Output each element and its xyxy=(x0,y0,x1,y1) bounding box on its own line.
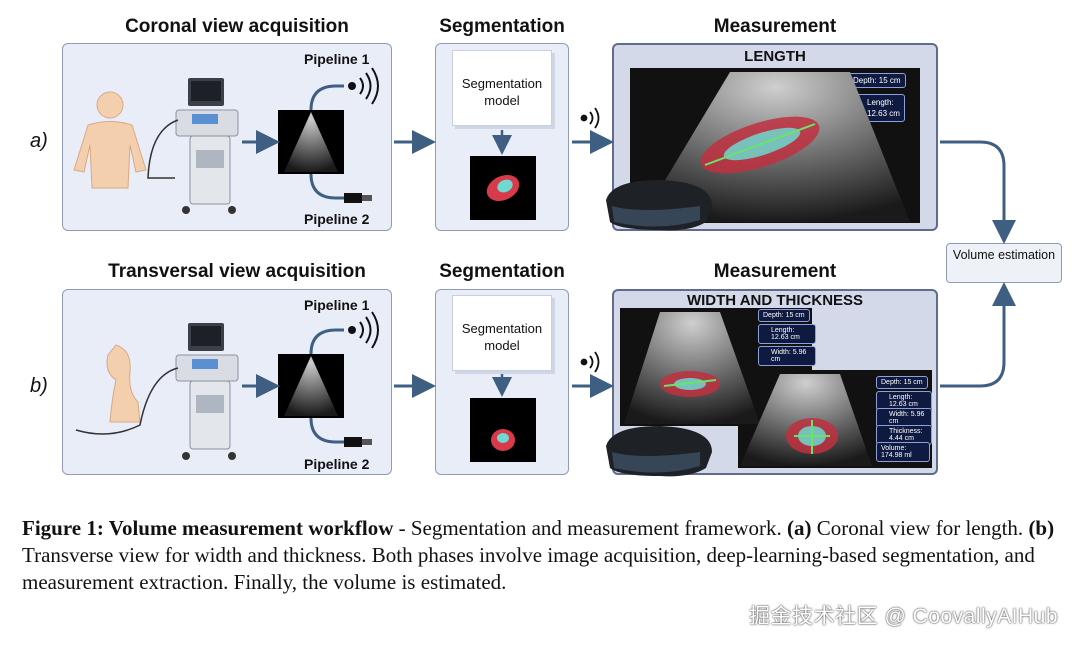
length-tag-b-left: Length: 12.63 cm xyxy=(758,324,816,344)
length-label-a: Length: xyxy=(867,98,894,107)
row-label-a: a) xyxy=(30,130,48,152)
volume-estimation-box: Volume estimation xyxy=(946,243,1062,283)
ultrasound-fan-b xyxy=(284,356,338,416)
caption-intro: - Segmentation and measurement framework… xyxy=(393,516,787,540)
segmentation-model-box-a: Segmentation model xyxy=(452,50,552,126)
depth-tag-b-right: Depth: 15 cm xyxy=(876,376,928,389)
row-label-b: b) xyxy=(30,375,48,397)
wireless-icon-seg-b xyxy=(580,351,600,373)
wireless-icon-a xyxy=(348,67,379,105)
caption-title: Figure 1: Volume measurement workflow xyxy=(22,516,394,540)
watermark: 掘金技术社区 @ CoovallyAIHub xyxy=(749,605,1058,628)
depth-tag-b-left: Depth: 15 cm xyxy=(758,309,810,322)
pipeline2-label-b: Pipeline 2 xyxy=(304,456,370,472)
volume-tag-b-right: Volume: 174.98 ml xyxy=(876,442,930,462)
ultrasound-machine-icon-a xyxy=(147,78,239,214)
pipeline1-label-b: Pipeline 1 xyxy=(304,297,370,313)
ultrasound-fan-a xyxy=(284,112,338,172)
length-value-a: 12.63 cm xyxy=(867,109,900,118)
pipeline1-label-a: Pipeline 1 xyxy=(304,51,370,67)
measurement-title-a: Measurement xyxy=(713,16,837,37)
measurement-title-b: Measurement xyxy=(713,261,837,282)
transversal-acquisition-title: Transversal view acquisition xyxy=(108,261,366,282)
depth-tag-a: Depth: 15 cm xyxy=(848,73,906,88)
segmentation-model-box-b: Segmentation model xyxy=(452,295,552,371)
thickness-tag-b-right: Thickness: 4.44 cm xyxy=(876,425,932,445)
patient-coronal-icon xyxy=(73,91,147,189)
measurement-subtitle-a: LENGTH xyxy=(744,48,806,65)
usb-plug-icon-b xyxy=(344,437,372,447)
width-tag-b-left: Width: 5.96 cm xyxy=(758,346,816,366)
wireless-icon-b xyxy=(348,311,379,349)
pipeline2-label-a: Pipeline 2 xyxy=(304,211,370,227)
wireless-icon-seg-a xyxy=(580,107,600,129)
caption-b-text: Transverse view for width and thickness.… xyxy=(22,543,1035,594)
patient-transversal-icon xyxy=(106,344,141,423)
ultrasound-machine-icon-b xyxy=(75,323,239,460)
usb-plug-icon-a xyxy=(344,193,372,203)
caption-a-text: Coronal view for length. xyxy=(811,516,1029,540)
figure-caption: Figure 1: Volume measurement workflow - … xyxy=(22,515,1062,596)
caption-a-mark: (a) xyxy=(786,516,812,540)
coronal-acquisition-title: Coronal view acquisition xyxy=(125,16,349,37)
caption-b-mark: (b) xyxy=(1028,516,1055,540)
segmentation-title-a: Segmentation xyxy=(439,16,565,37)
hololens-icon-a xyxy=(606,180,712,231)
hololens-icon-b xyxy=(606,426,712,477)
segmentation-title-b: Segmentation xyxy=(439,261,565,282)
measurement-subtitle-b: WIDTH AND THICKNESS xyxy=(686,292,864,309)
